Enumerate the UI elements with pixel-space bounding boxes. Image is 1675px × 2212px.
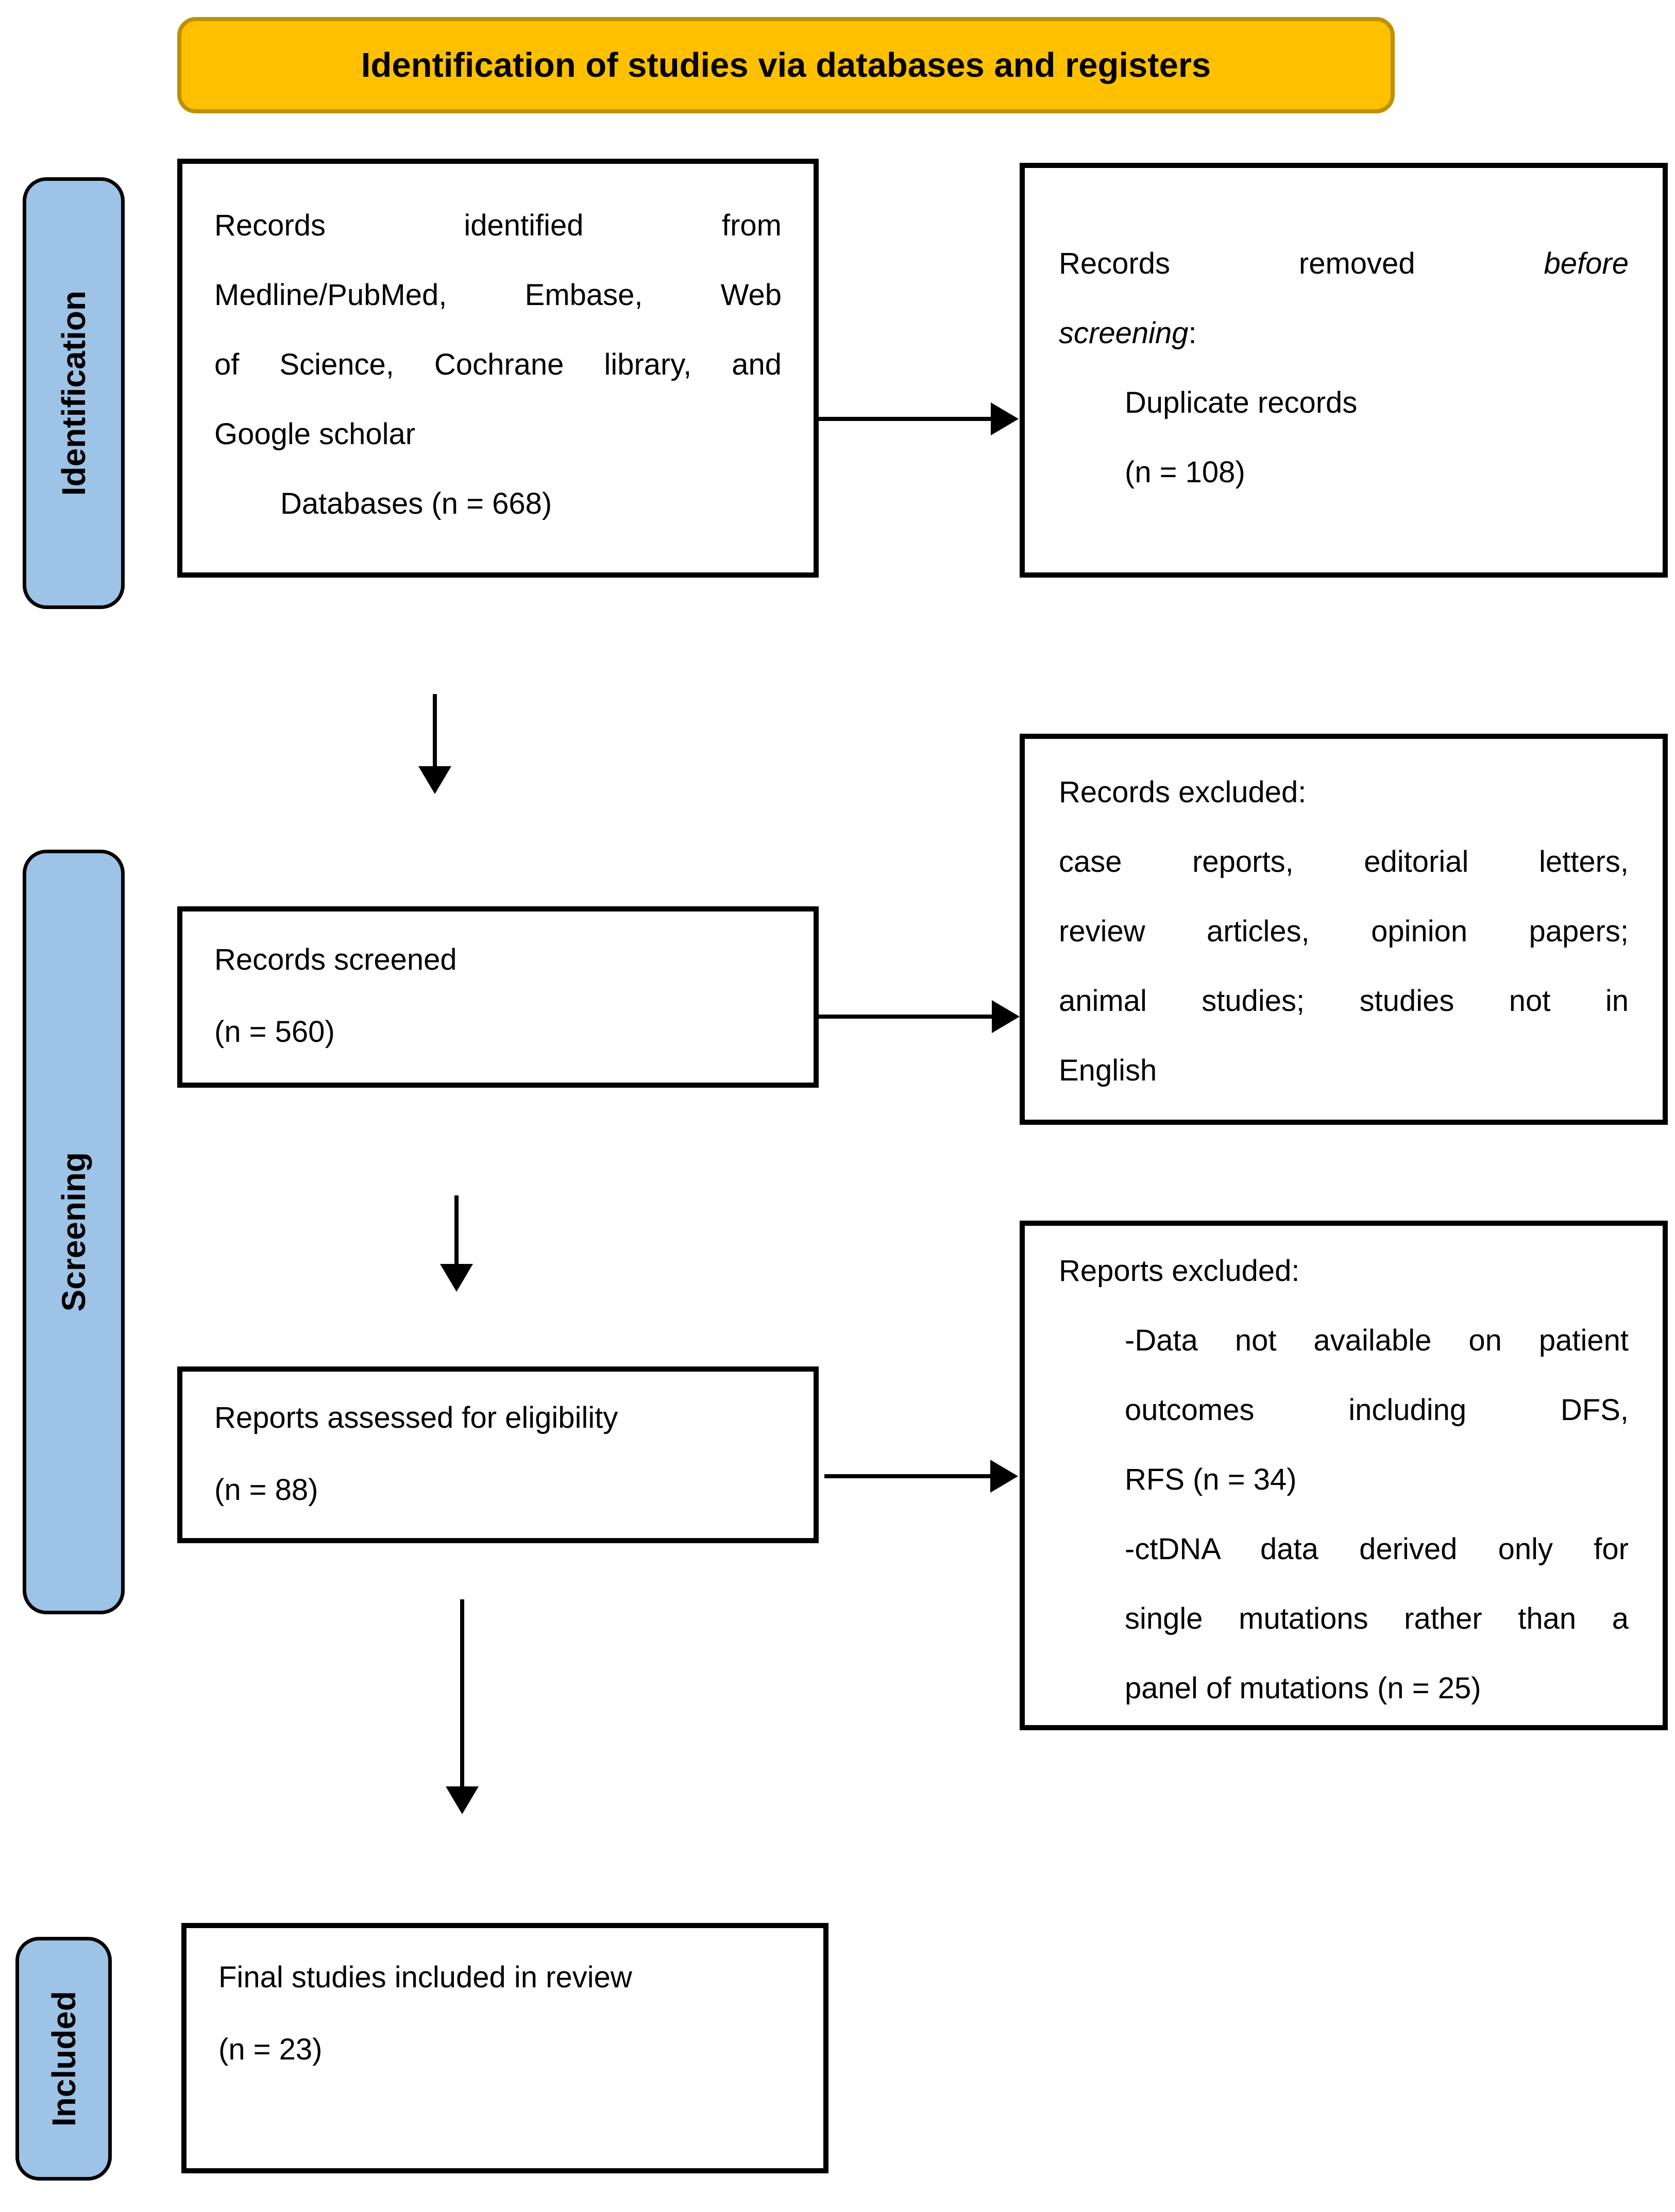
arrow-assessed-to-excluded — [824, 1474, 990, 1478]
records-identified-count: Databases (n = 668) — [280, 487, 552, 520]
box-reports-assessed: Reports assessed for eligibility (n = 88… — [177, 1366, 819, 1543]
records-excluded-line: English — [1059, 1054, 1157, 1087]
box-final-studies: Final studies included in review (n = 23… — [181, 1923, 828, 2173]
reports-assessed-count: (n = 88) — [214, 1473, 318, 1507]
box-reports-excluded: Reports excluded: -Data not available on… — [1020, 1221, 1668, 1730]
records-removed-count: (n = 108) — [1125, 455, 1245, 489]
records-identified-line: Google scholar — [214, 417, 416, 451]
final-studies-count: (n = 23) — [218, 2033, 323, 2066]
reports-excluded-item2-line: single mutations rather than a — [1125, 1602, 1629, 1635]
reports-excluded-item2-line: -ctDNA data derived only for — [1125, 1532, 1629, 1566]
reports-excluded-item1-line: outcomes including DFS, — [1125, 1393, 1629, 1427]
stage-label-identification: Identification — [23, 177, 125, 609]
stage-identification-text: Identification — [55, 290, 92, 496]
records-identified-line: of Science, Cochrane library, and — [214, 348, 782, 381]
records-removed-item: Duplicate records — [1125, 386, 1358, 419]
arrow-identified-to-screened — [433, 694, 437, 766]
box-records-screened: Records screened (n = 560) — [177, 906, 819, 1088]
records-excluded-line: case reports, editorial letters, — [1059, 845, 1629, 879]
box-records-identified: Records identified from Medline/PubMed, … — [177, 159, 819, 578]
records-removed-line: screening: — [1059, 298, 1629, 368]
reports-assessed-label: Reports assessed for eligibility — [214, 1401, 618, 1434]
reports-excluded-item1-line: -Data not available on patient — [1125, 1324, 1629, 1357]
arrow-identified-to-removed — [819, 417, 991, 421]
box-records-removed: Records removed before screening: Duplic… — [1020, 163, 1668, 578]
records-removed-text: Records removed — [1059, 247, 1415, 280]
title-banner: Identification of studies via databases … — [177, 17, 1395, 113]
reports-excluded-item2-count: panel of mutations (n = 25) — [1125, 1671, 1481, 1705]
stage-included-text: Included — [45, 1990, 82, 2127]
records-removed-line: Records removed before — [1059, 229, 1629, 298]
records-excluded-line: review articles, opinion papers; — [1059, 915, 1629, 948]
records-screened-count: (n = 560) — [214, 1015, 335, 1049]
arrow-assessed-to-final — [460, 1599, 464, 1786]
records-removed-italic: screening — [1059, 316, 1189, 350]
records-identified-line: Medline/PubMed, Embase, Web — [214, 278, 782, 312]
records-removed-text: : — [1188, 316, 1197, 350]
final-studies-label: Final studies included in review — [218, 1961, 632, 1994]
reports-excluded-title: Reports excluded: — [1059, 1254, 1300, 1288]
reports-excluded-item1-count: RFS (n = 34) — [1125, 1463, 1297, 1496]
records-removed-italic: before — [1544, 247, 1629, 280]
arrow-screened-to-assessed — [454, 1195, 459, 1264]
records-excluded-title: Records excluded: — [1059, 775, 1307, 809]
stage-label-included: Included — [15, 1937, 112, 2181]
diagram-title: Identification of studies via databases … — [361, 46, 1211, 85]
records-excluded-line: animal studies; studies not in — [1059, 984, 1629, 1018]
stage-label-screening: Screening — [23, 850, 125, 1614]
stage-screening-text: Screening — [55, 1152, 92, 1312]
records-identified-line: Records identified from — [214, 209, 782, 242]
arrow-screened-to-excluded — [816, 1015, 992, 1019]
box-records-excluded: Records excluded: case reports, editoria… — [1020, 734, 1668, 1125]
records-screened-label: Records screened — [214, 943, 457, 976]
